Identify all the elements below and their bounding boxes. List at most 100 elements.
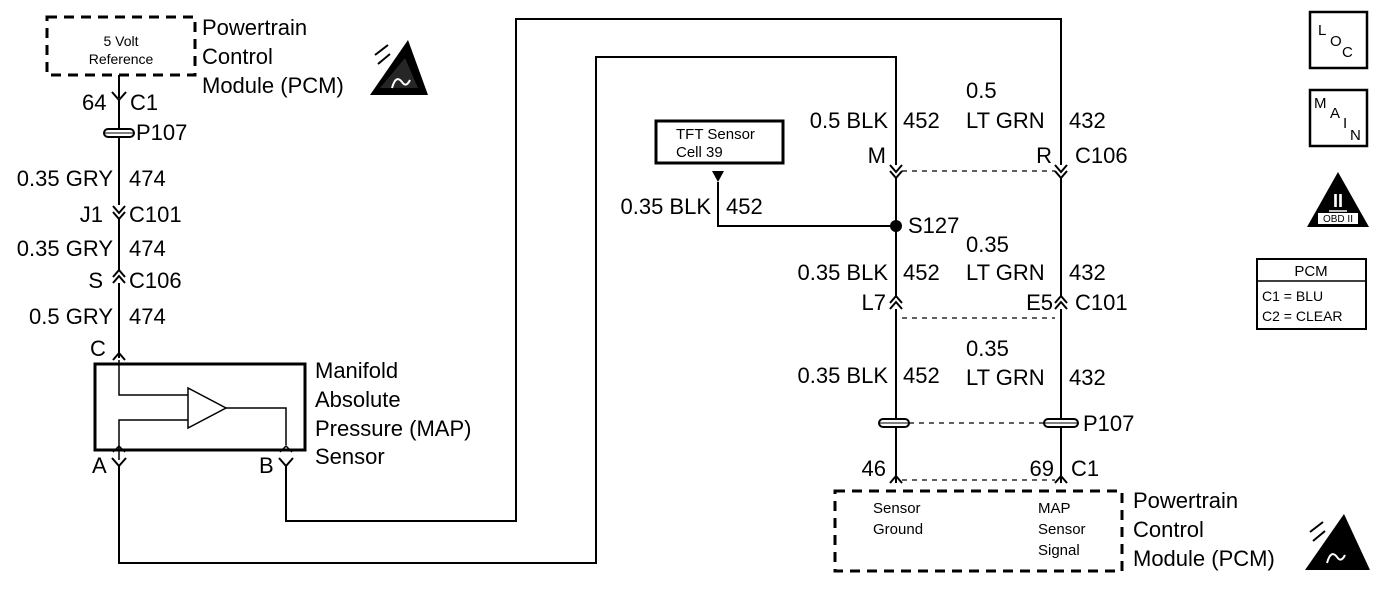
tft-sensor-box	[654, 119, 785, 165]
ground-top-gauge: 0.5 BLK	[810, 108, 889, 133]
pcm-legend-row1: C1 = BLU	[1262, 288, 1323, 304]
signal-low-gauge-line1: 0.35	[966, 336, 1009, 361]
map-name-line1: Manifold	[315, 358, 398, 383]
pcm-signal-line2: Sensor	[1038, 521, 1086, 538]
map-pin-b: B	[259, 453, 274, 478]
p107-connector-signal	[1043, 418, 1079, 428]
esd-warning-icon	[370, 40, 428, 95]
pcm-top-title-line2: Control	[202, 44, 273, 69]
signal-c106-name: C106	[1075, 143, 1128, 168]
c106-pin-left: S	[88, 268, 103, 293]
signal-pcm-connector: C1	[1071, 456, 1099, 481]
obd-label: OBD II	[1323, 214, 1353, 225]
signal-c106-pin: R	[1036, 143, 1052, 168]
ground-low-circuit: 452	[903, 363, 940, 388]
pcm-legend-title: PCM	[1294, 263, 1327, 280]
seg1-circuit: 474	[129, 166, 166, 191]
main-letter-i: I	[1343, 115, 1347, 132]
seg2-circuit: 474	[129, 236, 166, 261]
obd-ii-icon[interactable]: II OBD II	[1307, 172, 1369, 227]
amplifier-icon	[187, 386, 228, 430]
main-letter-n: N	[1350, 127, 1361, 144]
signal-mid-gauge-line1: 0.35	[966, 232, 1009, 257]
pcm-top-reference-box	[45, 15, 197, 77]
ground-routing-wire	[118, 56, 897, 564]
ground-top-circuit: 452	[903, 108, 940, 133]
signal-low-gauge-line2: LT GRN	[966, 365, 1045, 390]
pcm-top: 5 Volt Reference Powertrain Control Modu…	[45, 15, 428, 115]
signal-low-circuit: 432	[1069, 365, 1106, 390]
pcm-bottom: Sensor Ground MAP Sensor Signal Powertra…	[833, 488, 1370, 573]
ground-pcm-pin: 46	[862, 456, 886, 481]
pcm-bottom-title-line1: Powertrain	[1133, 488, 1238, 513]
ground-mid-circuit: 452	[903, 260, 940, 285]
pcm-top-connector: C1	[130, 90, 158, 115]
tft-line1: TFT Sensor	[676, 126, 755, 143]
tft-line2: Cell 39	[676, 144, 723, 161]
wire-474: P107 0.35 GRY 474 J1 C101 0.35 GRY 474 S…	[17, 75, 187, 358]
tft-gauge: 0.35 BLK	[620, 194, 711, 219]
location-icon[interactable]: L O C	[1308, 10, 1369, 70]
map-name-line2: Absolute	[315, 387, 401, 412]
map-name-line3: Pressure (MAP)	[315, 416, 471, 441]
reference-label-line1: 5 Volt	[103, 33, 138, 49]
signal-top-gauge-line2: LT GRN	[966, 108, 1045, 133]
reference-label-line2: Reference	[89, 51, 154, 67]
c106-name-left: C106	[129, 268, 182, 293]
seg2-gauge: 0.35 GRY	[17, 236, 114, 261]
map-pin-c: C	[90, 336, 106, 361]
pcm-signal-line1: MAP	[1038, 500, 1071, 517]
esd-warning-icon	[1305, 514, 1370, 570]
pcm-legend-row2: C2 = CLEAR	[1262, 308, 1343, 324]
pcm-signal-line3: Signal	[1038, 542, 1080, 559]
map-name-line4: Sensor	[315, 444, 385, 469]
seg3-circuit: 474	[129, 304, 166, 329]
ground-c106-pin: M	[868, 143, 886, 168]
seg3-gauge: 0.5 GRY	[29, 304, 113, 329]
ground-mid-gauge: 0.35 BLK	[797, 260, 888, 285]
signal-top-circuit: 432	[1069, 108, 1106, 133]
signal-c101-name: C101	[1075, 290, 1128, 315]
signal-routing-wire	[285, 18, 1062, 522]
signal-mid-gauge-line2: LT GRN	[966, 260, 1045, 285]
pcm-top-title-line1: Powertrain	[202, 15, 307, 40]
tft-terminal-icon	[712, 171, 724, 182]
p107-label-left: P107	[136, 120, 187, 145]
pcm-ground-line1: Sensor	[873, 500, 921, 517]
pcm-bottom-box	[833, 489, 1124, 573]
wire-432: 0.5 LT GRN 432 R C106 0.35 LT GRN 432 E5…	[966, 78, 1134, 484]
splice-label: S127	[908, 213, 959, 238]
pcm-top-title-line3: Module (PCM)	[202, 73, 344, 98]
p107-connector-ground	[878, 418, 910, 428]
loc-letter-o: O	[1330, 33, 1342, 50]
obd-numeral: II	[1333, 191, 1343, 211]
signal-top-gauge-line1: 0.5	[966, 78, 997, 103]
pcm-ground-line2: Ground	[873, 521, 923, 538]
pcm-legend: PCM C1 = BLU C2 = CLEAR	[1256, 258, 1367, 330]
signal-pcm-pin: 69	[1030, 456, 1054, 481]
ground-low-gauge: 0.35 BLK	[797, 363, 888, 388]
pcm-top-pin: 64	[82, 90, 106, 115]
signal-p107: P107	[1083, 411, 1134, 436]
main-icon[interactable]: M A I N	[1308, 88, 1369, 148]
main-letter-m: M	[1314, 95, 1327, 112]
seg1-gauge: 0.35 GRY	[17, 166, 114, 191]
main-letter-a: A	[1330, 105, 1340, 122]
c101-pin-left: J1	[80, 202, 103, 227]
c101-name-left: C101	[129, 202, 182, 227]
map-sensor: C A B Manifold Absolute Pressure (MAP) S…	[90, 336, 471, 478]
pcm-bottom-title-line2: Control	[1133, 517, 1204, 542]
tft-sensor: TFT Sensor Cell 39 0.35 BLK 452	[620, 119, 896, 227]
tft-circuit: 452	[726, 194, 763, 219]
p107-connector-left	[103, 128, 135, 138]
splice-s127	[890, 220, 902, 232]
pcm-bottom-title-line3: Module (PCM)	[1133, 546, 1275, 571]
ground-c101-pin: L7	[862, 290, 886, 315]
signal-c101-pin: E5	[1026, 290, 1053, 315]
wire-452: 0.5 BLK 452 M S127 0.35 BLK 452 L7 0.35 …	[797, 108, 959, 484]
signal-mid-circuit: 432	[1069, 260, 1106, 285]
loc-letter-l: L	[1318, 22, 1326, 39]
loc-letter-c: C	[1342, 44, 1353, 61]
map-pin-a: A	[92, 453, 107, 478]
